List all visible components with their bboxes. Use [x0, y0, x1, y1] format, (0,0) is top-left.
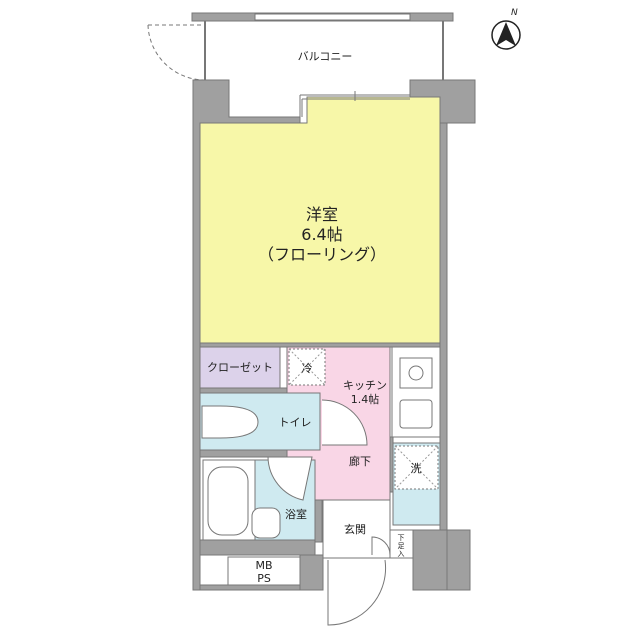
shoe-box — [389, 529, 414, 559]
stove-icon — [399, 357, 433, 389]
bathroom: 浴室 — [202, 456, 316, 541]
bathroom-door-swing — [267, 456, 313, 501]
balcony-rail-opening — [254, 13, 411, 21]
western-room-type: （フローリング） — [258, 245, 386, 264]
hallway-label: 廊下 — [349, 454, 371, 468]
toilet-icon — [201, 405, 259, 439]
entrance: 玄関 下 足 入 — [322, 499, 414, 626]
shoe-box-label-3: 入 — [398, 550, 405, 558]
shoe-box-label-1: 下 — [398, 534, 405, 542]
toilet-door-swing — [321, 399, 368, 446]
western-room-size: 6.4帖 — [301, 225, 342, 244]
toilet: トイレ — [199, 392, 321, 451]
toilet-label: トイレ — [279, 416, 312, 429]
laundry-area: 洗 — [392, 442, 441, 526]
western-room-name: 洋室 — [306, 205, 338, 224]
bathroom-label: 浴室 — [285, 507, 307, 521]
mb-ps: MB PS — [227, 556, 301, 586]
north-compass-icon: N — [491, 8, 521, 50]
balcony: バルコニー — [147, 12, 454, 81]
front-door-swing — [327, 559, 387, 626]
kitchen-name: キッチン — [343, 379, 387, 392]
washer-label: 洗 — [411, 462, 422, 475]
sink-icon — [399, 399, 433, 429]
washer-space — [394, 445, 439, 490]
mb-label: MB — [255, 559, 272, 572]
compass-letter: N — [511, 8, 518, 18]
kitchen-size: 1.4帖 — [351, 393, 380, 406]
fridge-label: 冷 — [302, 362, 313, 375]
ps-label: PS — [257, 572, 271, 585]
western-room: 洋室 6.4帖 （フローリング） — [199, 91, 441, 344]
shoe-box-label-2: 足 — [398, 542, 405, 550]
closet: クローゼット — [199, 346, 281, 389]
balcony-door-swing — [147, 24, 205, 81]
entrance-label: 玄関 — [344, 522, 366, 536]
closet-label: クローゼット — [207, 361, 273, 374]
washbasin-icon — [251, 507, 281, 539]
bathtub-icon — [207, 466, 249, 536]
balcony-label: バルコニー — [298, 50, 353, 63]
